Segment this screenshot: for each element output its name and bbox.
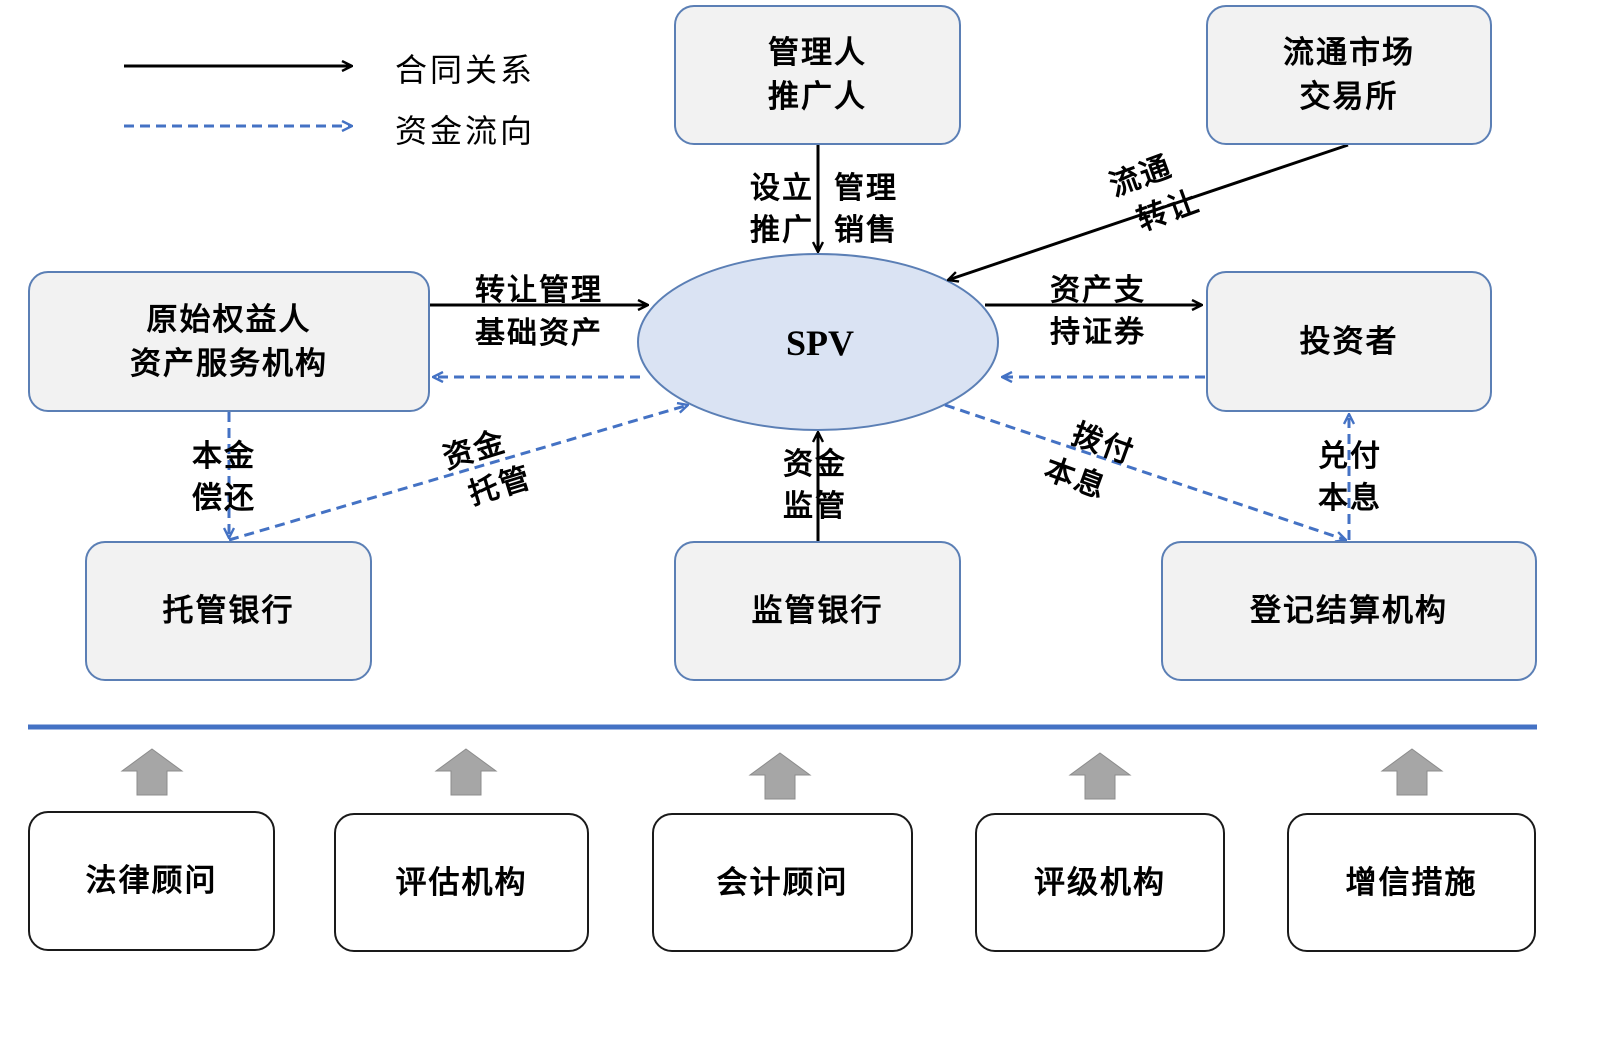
gray-up-arrows [120, 748, 1444, 800]
provider-appraisal: 评估机构 [334, 813, 589, 952]
label-manage-sell: 管理销售 [834, 171, 898, 248]
gray-up-arrow-5 [1380, 748, 1444, 796]
spv-label: SPV [785, 323, 854, 363]
node-supervisor: 监管银行 [674, 541, 961, 681]
label-principal-repay: 本金偿还 [192, 439, 256, 516]
legend-funds-label: 资金流向 [395, 112, 536, 150]
label-circulate-transfer: 流通转让 [1105, 148, 1205, 239]
node-originator: 原始权益人资产服务机构 [28, 271, 430, 412]
label-fund-supervise: 资金监管 [783, 447, 847, 524]
node-investor: 投资者 [1206, 271, 1492, 412]
gray-up-arrow-1 [120, 748, 184, 796]
label-transfer-manage: 转让管理 [475, 273, 603, 308]
provider-legal: 法律顾问 [28, 811, 275, 951]
provider-rating: 评级机构 [975, 813, 1225, 952]
node-market: 流通市场交易所 [1206, 5, 1492, 145]
label-underlying-assets: 基础资产 [475, 316, 603, 351]
node-manager: 管理人推广人 [674, 5, 961, 145]
gray-up-arrow-4 [1068, 752, 1132, 800]
node-registry: 登记结算机构 [1161, 541, 1537, 681]
label-pay-interest: 拨付本息 [1039, 416, 1140, 507]
funds-spv-to-registry [944, 403, 1346, 540]
node-custodian: 托管银行 [85, 541, 372, 681]
provider-accounting: 会计顾问 [652, 813, 913, 952]
gray-up-arrow-3 [748, 752, 812, 800]
label-redeem-interest: 兑付本息 [1318, 439, 1382, 516]
label-set-up: 设立推广 [750, 171, 814, 248]
label-fund-custody: 资金托管 [438, 424, 536, 513]
legend-contract-label: 合同关系 [395, 51, 536, 89]
provider-credit-enhancement: 增信措施 [1287, 813, 1536, 952]
label-abs: 资产支持证券 [1050, 273, 1146, 350]
gray-up-arrow-2 [434, 748, 498, 796]
